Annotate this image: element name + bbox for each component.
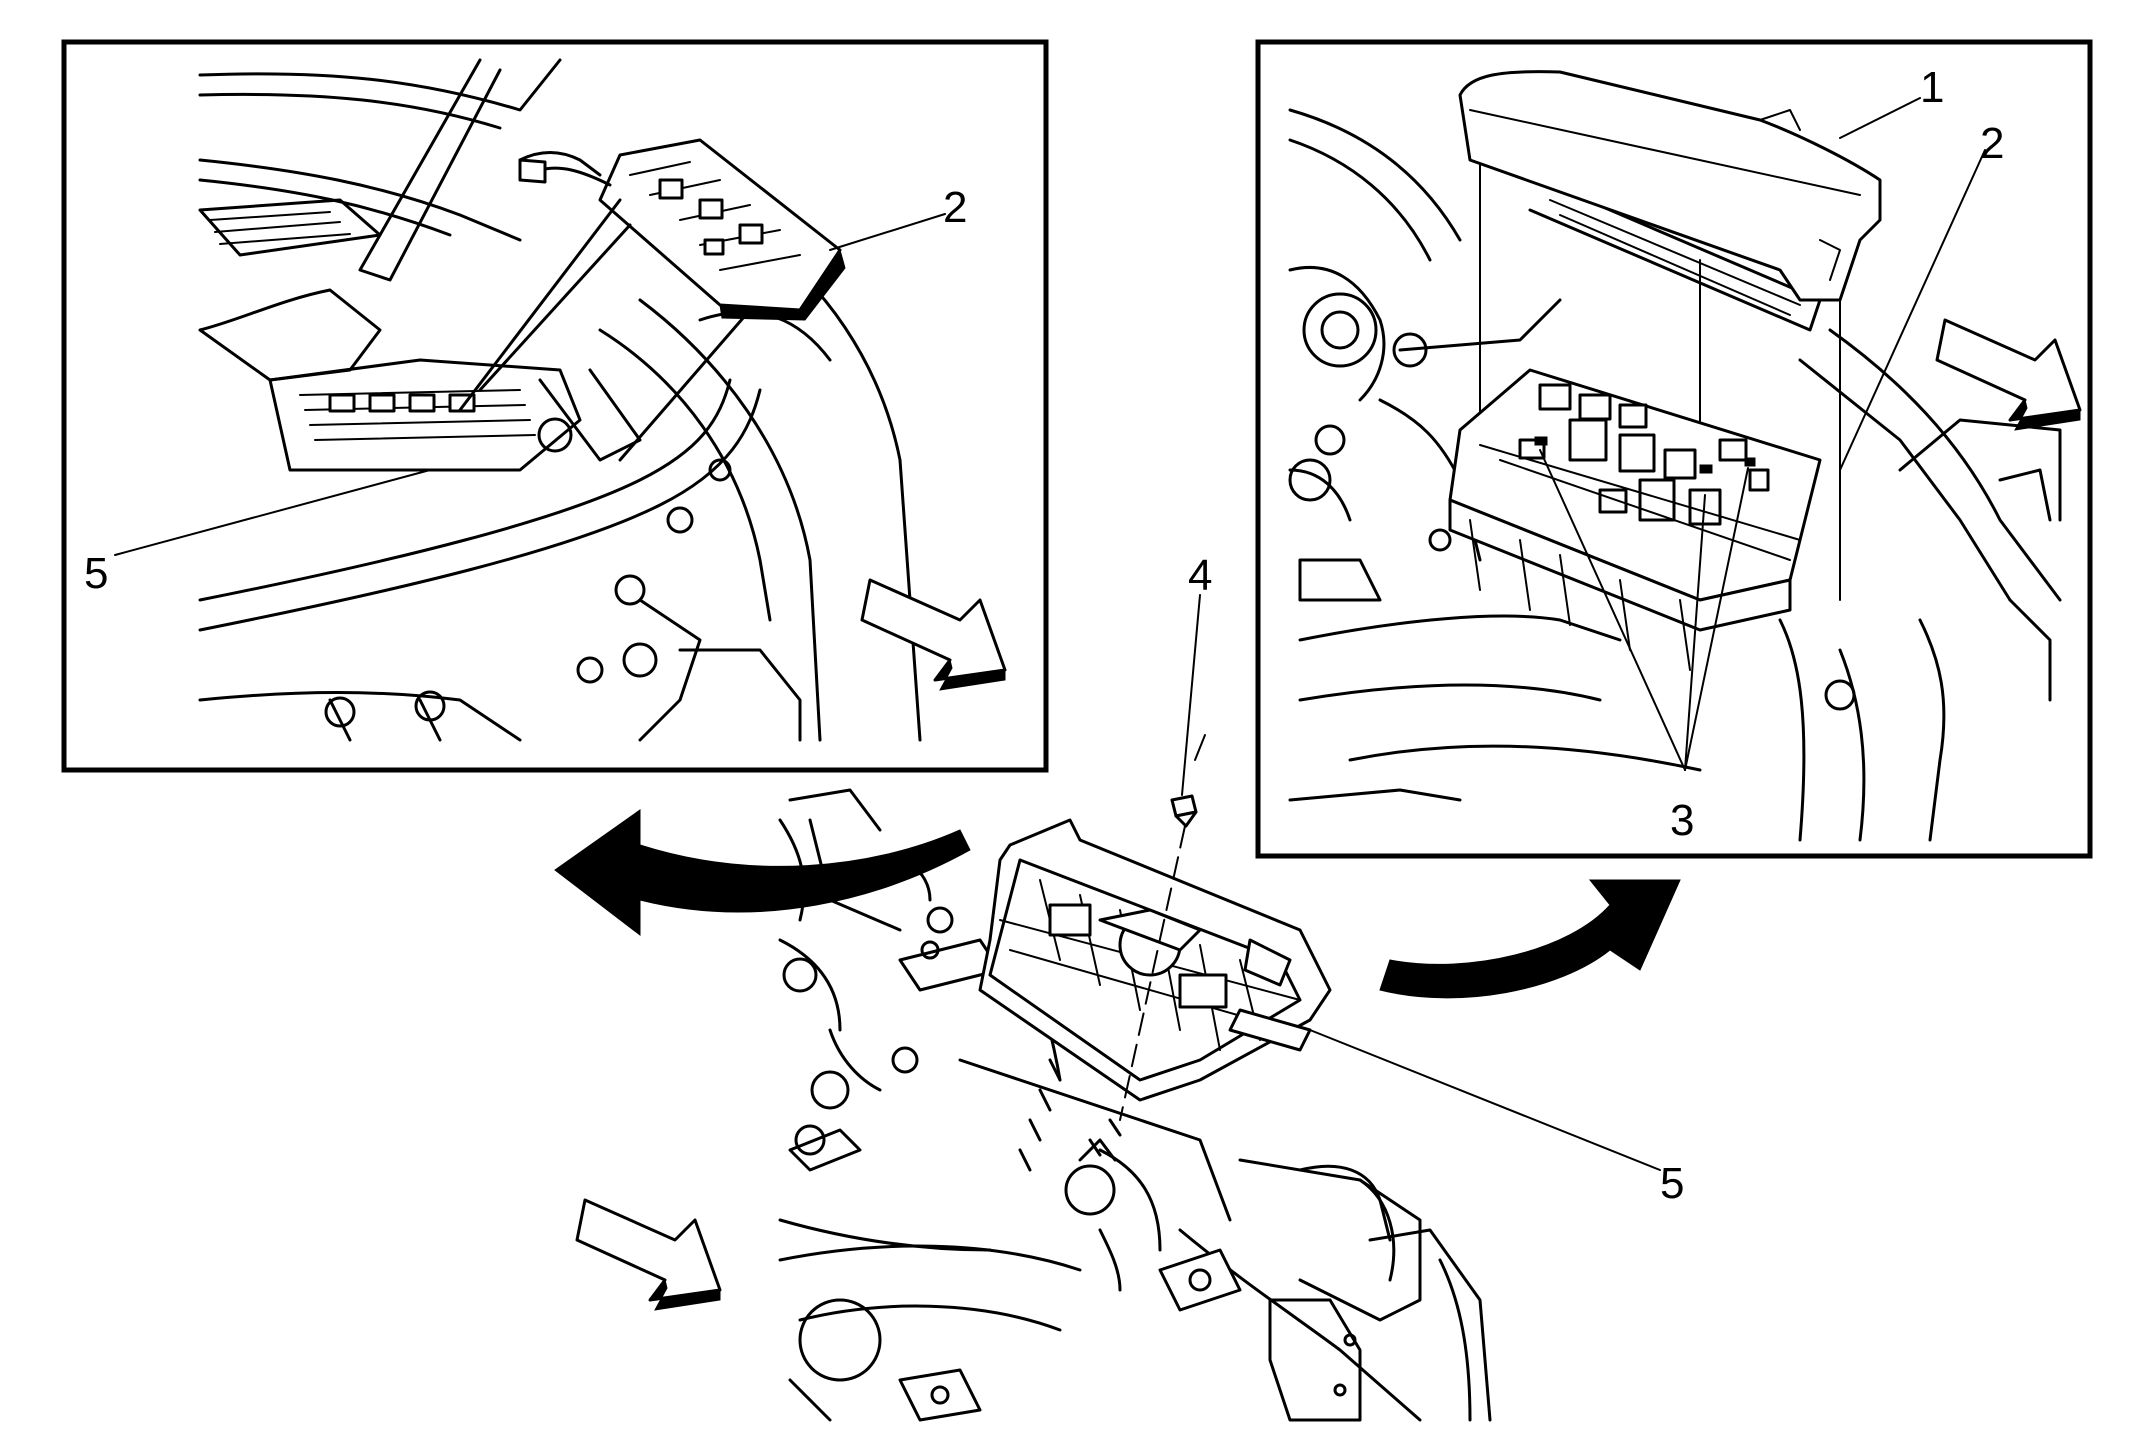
left-inset-leader-5 xyxy=(114,469,431,556)
center-view: 4 5 xyxy=(554,551,1684,1422)
right-inset-leader-3c xyxy=(1684,467,1749,771)
right-inset-leader-3a xyxy=(1539,449,1686,771)
right-inset-leader-1 xyxy=(1839,97,1921,139)
direction-arrow-icon xyxy=(1935,318,2082,431)
center-leader-5 xyxy=(1309,1029,1661,1171)
right-inset: 1 2 3 xyxy=(1255,39,2093,859)
callout-2-right: 2 xyxy=(1980,119,2004,168)
callout-4-center: 4 xyxy=(1188,551,1212,600)
right-inset-leader-3b xyxy=(1684,494,1706,771)
callout-5-center: 5 xyxy=(1660,1159,1684,1208)
curved-arrow-icon xyxy=(1379,879,1681,999)
right-inset-leader-2 xyxy=(1839,149,1986,471)
center-fastener xyxy=(1170,794,1198,828)
curved-arrow-icon xyxy=(554,809,971,937)
left-inset-explode-line-3 xyxy=(458,198,622,412)
right-inset-fuse-block xyxy=(1448,368,1822,671)
callout-5-left: 5 xyxy=(84,549,108,598)
center-fastener-axis-top xyxy=(1194,734,1206,761)
left-inset-leader-2 xyxy=(829,213,946,251)
left-inset-explode-line-1 xyxy=(478,223,632,392)
callout-2-left: 2 xyxy=(943,183,967,232)
left-inset-explode-line-2 xyxy=(618,308,752,462)
right-inset-fuse-block-cover xyxy=(1458,70,1882,302)
center-leader-4 xyxy=(1181,594,1201,796)
left-inset-engine-bay xyxy=(198,58,922,742)
direction-arrow-icon xyxy=(575,1198,722,1311)
left-inset-fuse-block xyxy=(518,138,846,321)
left-inset: 2 5 xyxy=(61,39,1049,773)
center-fastener-axis xyxy=(1119,825,1186,1121)
direction-arrow-icon xyxy=(860,578,1007,691)
callout-3-right: 3 xyxy=(1670,796,1694,845)
center-vehicle-body xyxy=(778,788,1492,1422)
callout-1-right: 1 xyxy=(1920,63,1944,112)
